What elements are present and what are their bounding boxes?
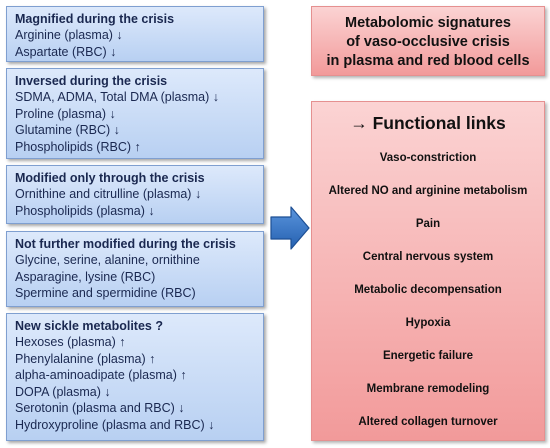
- category-title: Not further modified during the crisis: [15, 237, 236, 251]
- category-item: Phospholipids (RBC) ↑: [15, 139, 141, 154]
- category-item: Phenylalanine (plasma) ↑: [15, 351, 156, 366]
- category-title: Magnified during the crisis: [15, 12, 175, 26]
- signature-title-line: in plasma and red blood cells: [326, 53, 530, 69]
- category-title: Modified only through the crisis: [15, 171, 205, 185]
- category-item: Hexoses (plasma) ↑: [15, 335, 126, 349]
- functional-links-box: → Functional links Vaso-constriction Alt…: [311, 101, 545, 441]
- functional-link-item: Pain: [415, 218, 441, 230]
- category-item: Hydroxyproline (plasma and RBC) ↓: [15, 417, 215, 432]
- category-box-new-sickle-metabolites: New sickle metabolites ? Hexoses (plasma…: [6, 313, 264, 441]
- right-arrow-icon: [270, 206, 310, 250]
- category-item: Arginine (plasma) ↓: [15, 28, 123, 42]
- signature-title-line: of vaso-occlusive crisis: [346, 34, 510, 50]
- category-item: alpha-aminoadipate (plasma) ↑: [15, 368, 187, 383]
- functional-link-item: Energetic failure: [382, 350, 474, 362]
- functional-links-heading: → Functional links: [350, 113, 506, 133]
- category-box-magnified: Magnified during the crisis Arginine (pl…: [6, 6, 264, 62]
- category-item: Glutamine (RBC) ↓: [15, 123, 120, 138]
- category-item: SDMA, ADMA, Total DMA (plasma) ↓: [15, 90, 219, 104]
- category-item: Spermine and spermidine (RBC): [15, 286, 196, 301]
- category-box-not-further-modified: Not further modified during the crisis G…: [6, 231, 264, 307]
- category-item: Phospholipids (plasma) ↓: [15, 203, 155, 218]
- category-box-modified-only: Modified only through the crisis Ornithi…: [6, 165, 264, 224]
- functional-link-item: Central nervous system: [362, 251, 494, 263]
- functional-link-item: Hypoxia: [405, 317, 451, 329]
- functional-link-item: Altered collagen turnover: [358, 416, 498, 428]
- category-title: Inversed during the crisis: [15, 74, 168, 88]
- category-item: DOPA (plasma) ↓: [15, 384, 111, 399]
- category-item: Aspartate (RBC) ↓: [15, 44, 117, 59]
- category-item: Glycine, serine, alanine, ornithine: [15, 253, 200, 267]
- category-box-inversed: Inversed during the crisis SDMA, ADMA, T…: [6, 68, 264, 159]
- signature-title-line: Metabolomic signatures: [345, 15, 511, 31]
- category-item: Ornithine and citrulline (plasma) ↓: [15, 187, 202, 201]
- functional-link-item: Altered NO and arginine metabolism: [328, 185, 528, 197]
- category-title: New sickle metabolites ?: [15, 319, 163, 333]
- functional-link-item: Vaso-constriction: [379, 152, 477, 164]
- signature-title-box: Metabolomic signatures of vaso-occlusive…: [311, 6, 545, 76]
- functional-link-item: Membrane remodeling: [366, 383, 490, 395]
- functional-link-item: Metabolic decompensation: [354, 284, 502, 296]
- category-item: Proline (plasma) ↓: [15, 106, 116, 121]
- category-item: Asparagine, lysine (RBC): [15, 269, 156, 284]
- category-item: Serotonin (plasma and RBC) ↓: [15, 401, 185, 416]
